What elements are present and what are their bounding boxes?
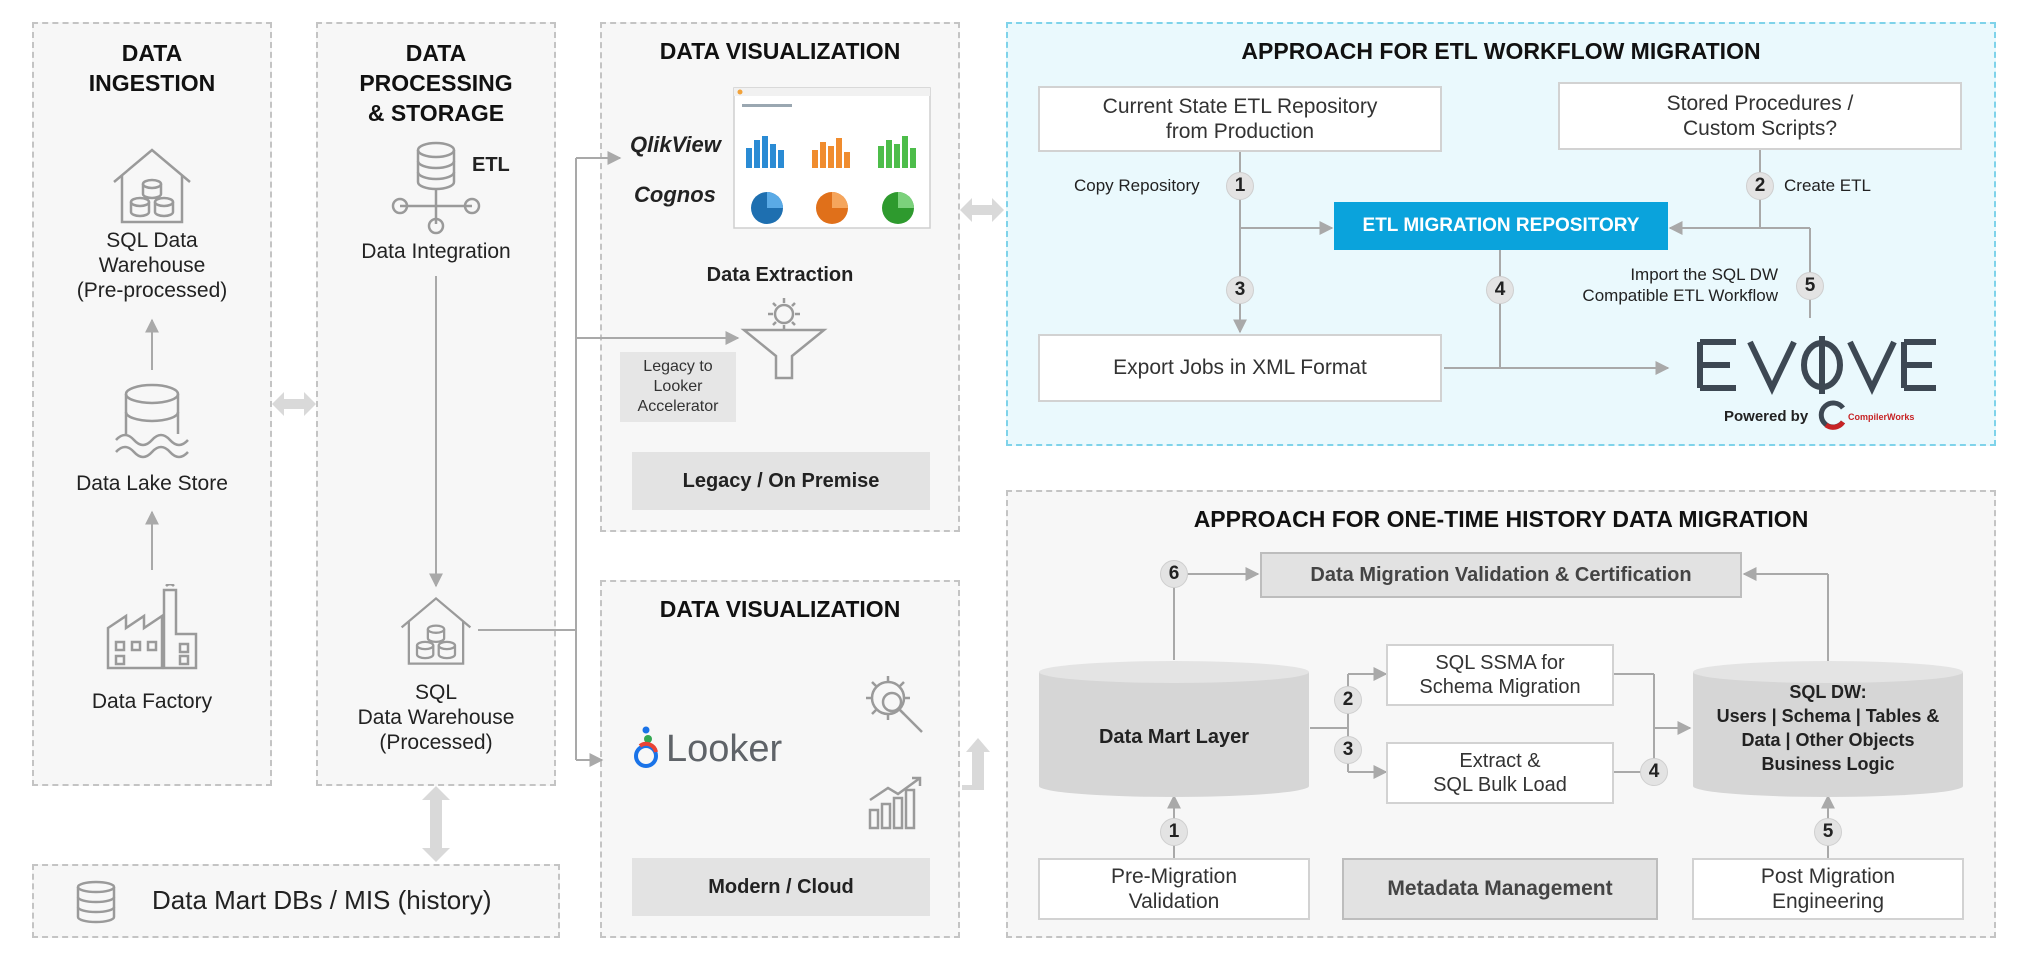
- processing-title: DATA PROCESSING & STORAGE: [359, 40, 513, 126]
- export-jobs-label: Export Jobs in XML Format: [1113, 356, 1367, 379]
- etl-label: ETL: [472, 154, 510, 176]
- etl-migration-repository-box: ETL MIGRATION REPOSITORY: [1334, 202, 1668, 250]
- looker-logo-icon: [634, 726, 658, 768]
- ssma-box: SQL SSMA for Schema Migration: [1386, 644, 1614, 706]
- metadata-label: Metadata Management: [1387, 877, 1613, 900]
- funnel-gear-icon: [740, 298, 828, 380]
- datamart-layer-label: Data Mart Layer: [1098, 726, 1250, 748]
- create-etl-label: Create ETL: [1784, 176, 1871, 195]
- copy-repository-label: Copy Repository: [1074, 176, 1200, 195]
- history-step-1: 1: [1160, 818, 1188, 846]
- evolve-logo: [1697, 336, 1936, 395]
- data-factory-label: Data Factory: [91, 690, 213, 713]
- pre-migration-label: Pre-Migration Validation: [1110, 865, 1238, 913]
- compilerworks-logo-icon: [1818, 400, 1846, 430]
- etl-step-1: 1: [1226, 172, 1254, 200]
- datamart-label: Data Mart DBs / MIS (history): [152, 885, 492, 915]
- etl-step-3: 3: [1226, 276, 1254, 304]
- ingestion-sql-dw-label: SQL Data Warehouse (Pre-processed): [76, 229, 228, 302]
- cognos-label: Cognos: [634, 182, 716, 207]
- looker-label: Looker: [666, 728, 783, 770]
- etl-step-4: 4: [1486, 276, 1514, 304]
- factory-icon: [106, 584, 198, 670]
- warehouse-icon: [113, 148, 191, 224]
- current-state-label: Current State ETL Repository from Produc…: [1102, 95, 1378, 143]
- modern-cloud-box: Modern / Cloud: [632, 858, 930, 916]
- datamart-panel: [32, 864, 560, 938]
- etl-step-5: 5: [1796, 272, 1824, 300]
- history-step-6: 6: [1160, 560, 1188, 588]
- pre-migration-box: Pre-Migration Validation: [1038, 858, 1310, 920]
- metadata-management-box: Metadata Management: [1342, 858, 1658, 920]
- extract-label: Extract & SQL Bulk Load: [1433, 750, 1567, 796]
- legacy-footer-label: Legacy / On Premise: [682, 469, 880, 492]
- history-step-3: 3: [1334, 736, 1362, 764]
- viz-modern-title: DATA VISUALIZATION: [659, 596, 901, 622]
- processed-sql-dw-label: SQL Data Warehouse (Processed): [357, 681, 515, 754]
- history-step-5: 5: [1814, 818, 1842, 846]
- sqldw-label: SQL DW: Users | Schema | Tables & Data |…: [1716, 682, 1940, 774]
- modern-footer-label: Modern / Cloud: [708, 875, 854, 898]
- accelerator-label: Legacy to Looker Accelerator: [637, 358, 719, 415]
- legacy-on-premise-box: Legacy / On Premise: [632, 452, 930, 510]
- growth-chart-icon: [868, 776, 922, 830]
- data-extraction-label: Data Extraction: [706, 264, 854, 286]
- accelerator-box: Legacy to Looker Accelerator: [620, 352, 736, 422]
- qlikview-label: QlikView: [630, 132, 721, 157]
- data-integration-label: Data Integration: [361, 240, 511, 263]
- import-workflow-label: Import the SQL DW Compatible ETL Workflo…: [1582, 265, 1778, 305]
- validation-certification-box: Data Migration Validation & Certificatio…: [1260, 552, 1742, 598]
- ssma-label: SQL SSMA for Schema Migration: [1419, 652, 1581, 698]
- ingestion-title: DATA INGESTION: [88, 40, 216, 96]
- database-icon: [76, 880, 116, 924]
- datamart-layer-cylinder: [1039, 661, 1309, 797]
- data-lake-icon: [115, 383, 189, 459]
- gear-search-icon: [866, 676, 923, 733]
- current-state-box: Current State ETL Repository from Produc…: [1038, 86, 1442, 152]
- compilerworks-label: CompilerWorks: [1848, 412, 1915, 422]
- data-lake-label: Data Lake Store: [76, 472, 228, 495]
- validation-label: Data Migration Validation & Certificatio…: [1310, 563, 1692, 586]
- etl-step-2: 2: [1746, 172, 1774, 200]
- data-integration-icon: [391, 141, 481, 235]
- processed-warehouse-icon: [400, 596, 472, 665]
- stored-procs-box: Stored Procedures / Custom Scripts?: [1558, 82, 1962, 150]
- history-step-4: 4: [1640, 758, 1668, 786]
- stored-procs-label: Stored Procedures / Custom Scripts?: [1666, 92, 1854, 140]
- powered-by-label: Powered by: [1724, 408, 1809, 425]
- extract-bulk-load-box: Extract & SQL Bulk Load: [1386, 742, 1614, 804]
- post-migration-label: Post Migration Engineering: [1760, 865, 1896, 913]
- etl-migration-title: APPROACH FOR ETL WORKFLOW MIGRATION: [1241, 38, 1761, 64]
- etl-repo-label: ETL MIGRATION REPOSITORY: [1362, 215, 1640, 236]
- export-jobs-box: Export Jobs in XML Format: [1038, 334, 1442, 402]
- sqldw-cylinder: [1693, 661, 1963, 797]
- viz-legacy-title: DATA VISUALIZATION: [659, 38, 901, 64]
- history-migration-title: APPROACH FOR ONE-TIME HISTORY DATA MIGRA…: [1193, 506, 1809, 532]
- history-step-2: 2: [1334, 686, 1362, 714]
- dashboard-screenshot-thumbnail: [733, 87, 931, 229]
- post-migration-box: Post Migration Engineering: [1692, 858, 1964, 920]
